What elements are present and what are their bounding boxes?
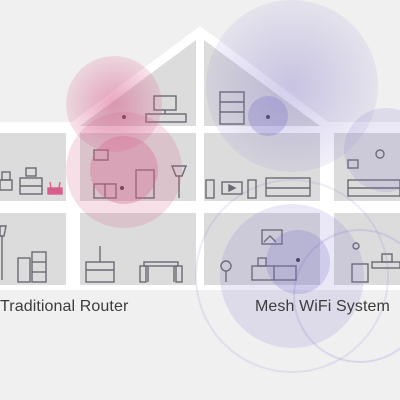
plant-icon xyxy=(347,149,385,169)
router-icon xyxy=(47,181,63,195)
room xyxy=(204,213,320,285)
table-chairs-icon xyxy=(139,261,183,283)
traditional-router-caption: Traditional Router xyxy=(0,298,129,315)
fridge-icon xyxy=(135,169,155,199)
sofa-icon xyxy=(0,171,13,191)
router-icon xyxy=(120,186,124,190)
kitchen-icon xyxy=(85,246,115,283)
desk-icon xyxy=(251,257,297,281)
mesh-signal-coverage xyxy=(195,0,400,373)
lamp-icon xyxy=(0,225,7,280)
room xyxy=(334,213,400,285)
router-signal-coverage xyxy=(66,56,182,228)
bed-icon xyxy=(347,179,400,197)
lamp-icon xyxy=(352,242,360,250)
shelf-icon xyxy=(17,251,47,283)
picture-frame-icon xyxy=(261,229,283,245)
lamp-icon xyxy=(220,260,232,282)
mesh-wifi-caption: Mesh WiFi System xyxy=(255,298,390,315)
desk-icon xyxy=(351,253,400,283)
mesh-node-icon xyxy=(296,258,300,262)
lamp-icon xyxy=(170,165,188,198)
shelf-icon xyxy=(19,167,43,195)
room xyxy=(0,213,66,285)
tv-icon xyxy=(205,179,257,199)
furniture xyxy=(0,91,400,283)
sofa-icon xyxy=(265,177,311,197)
